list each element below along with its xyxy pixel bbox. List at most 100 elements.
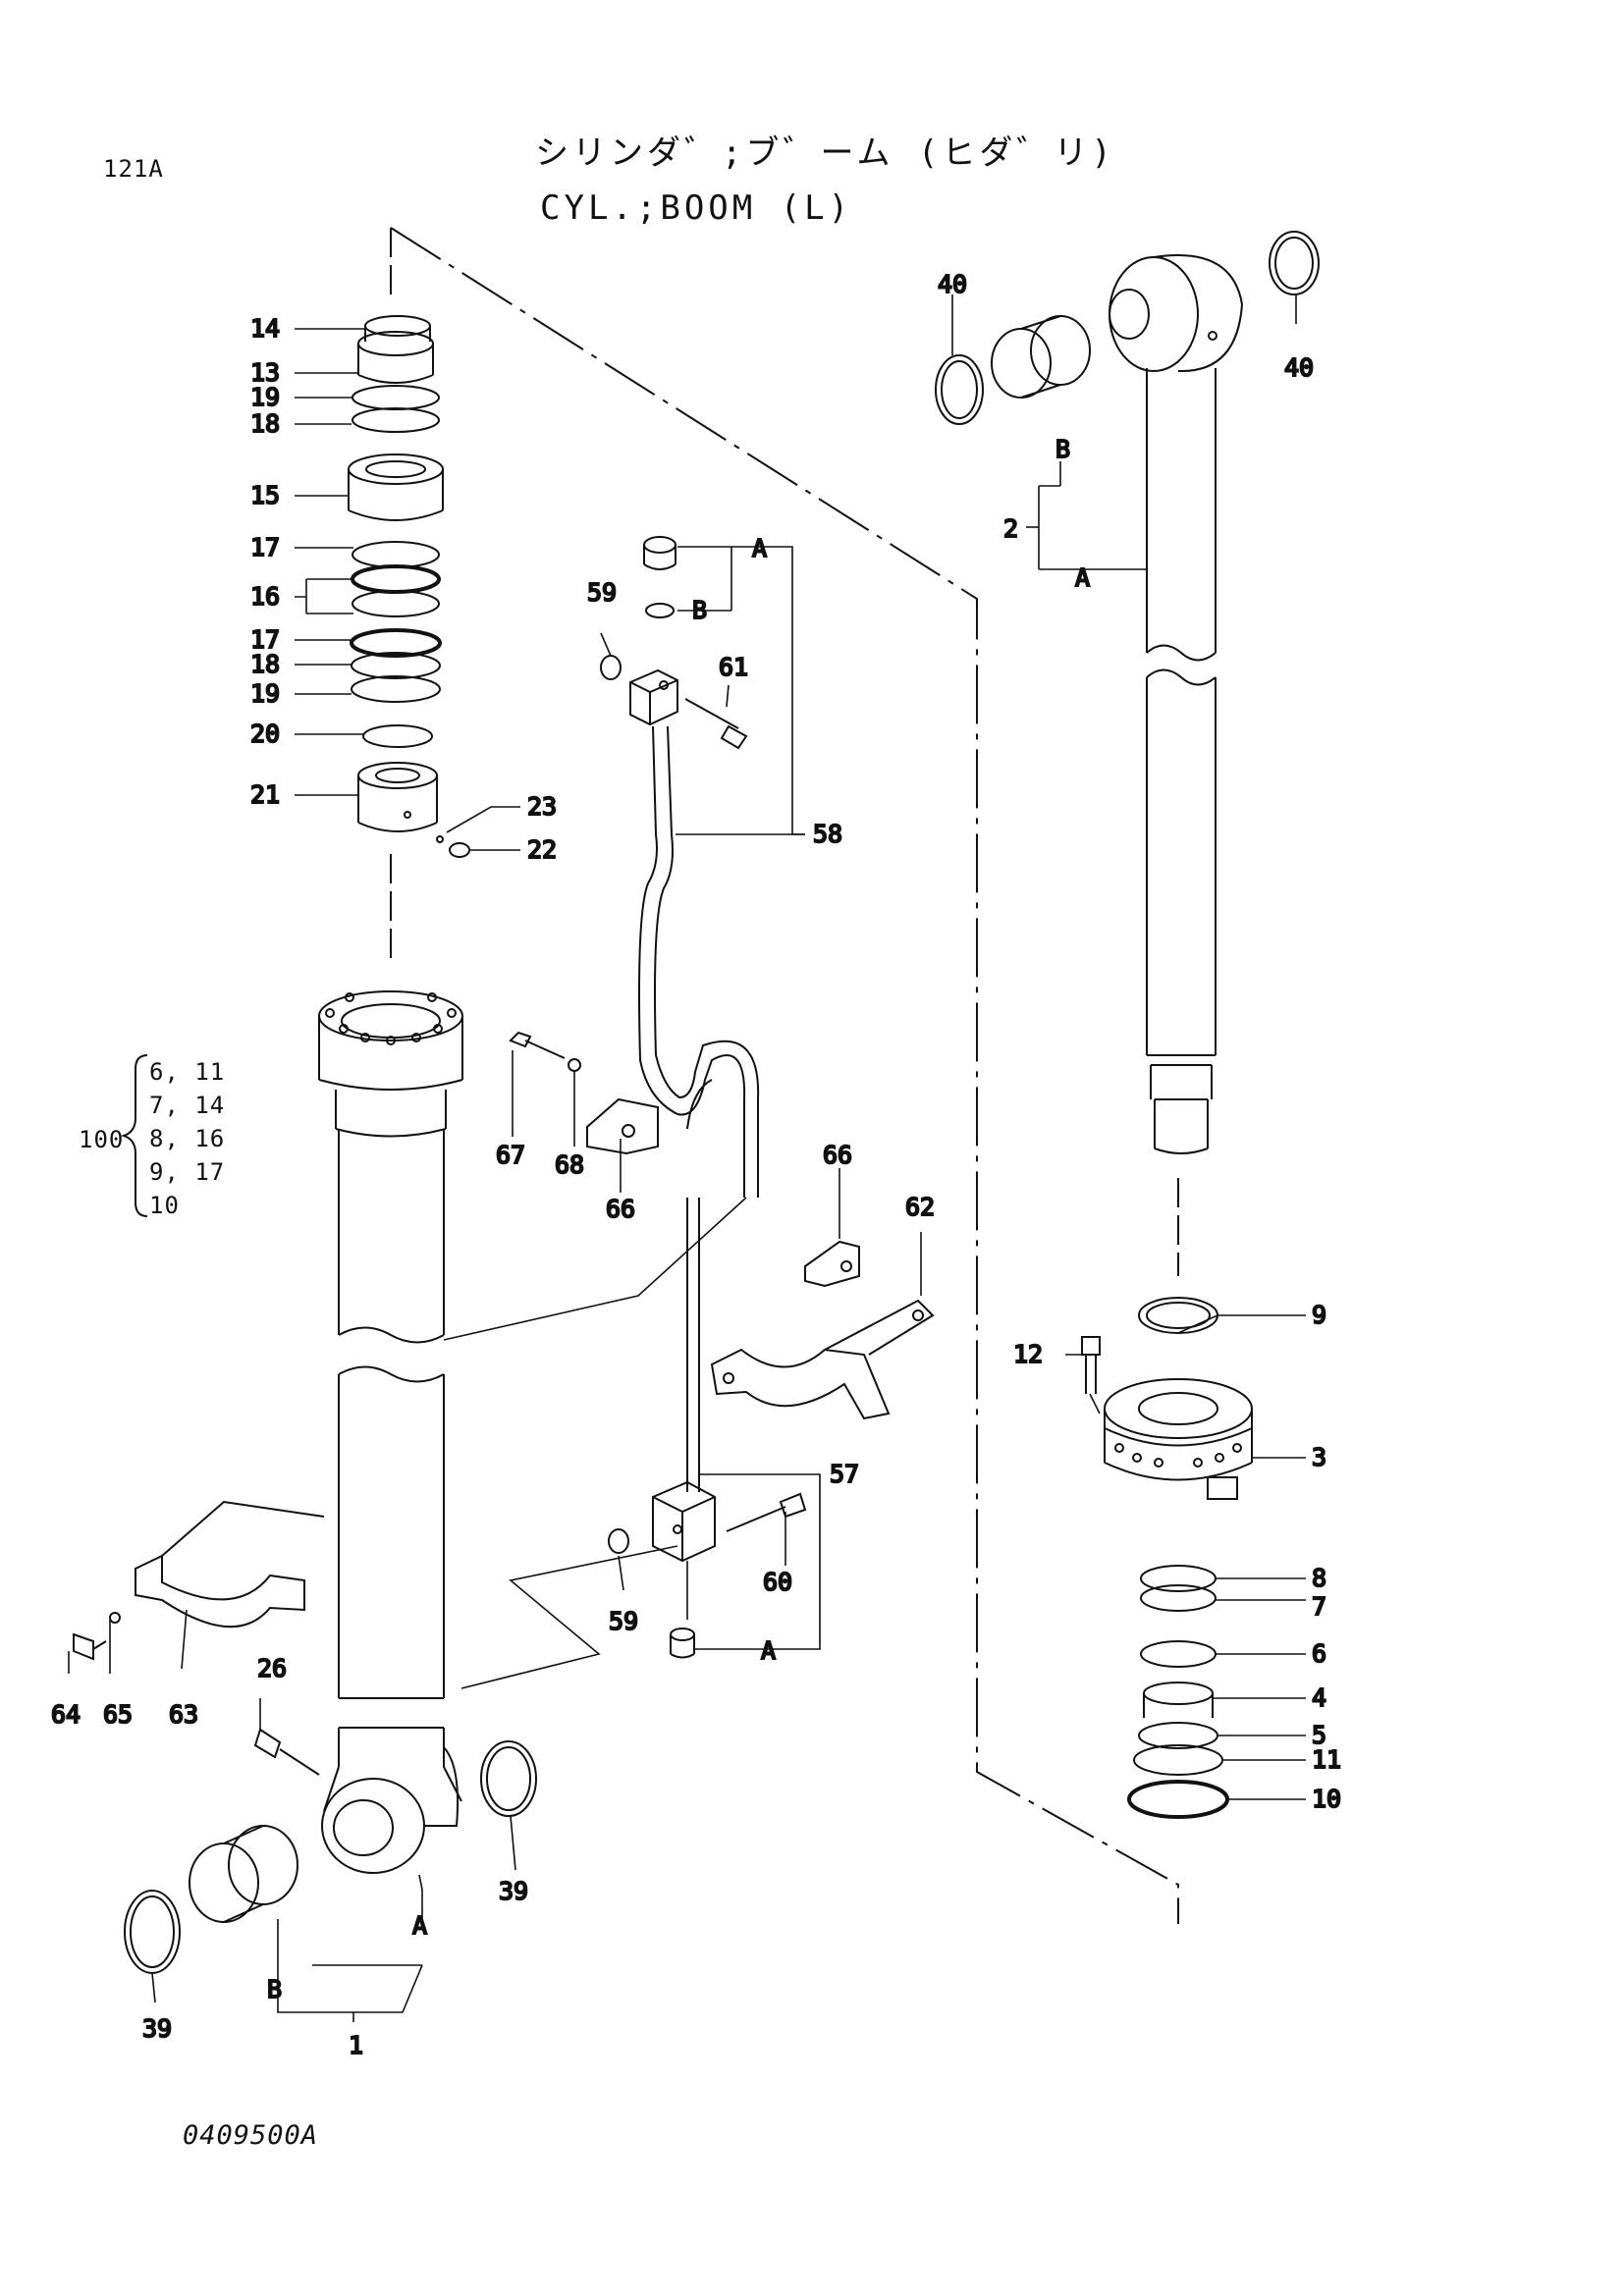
label-part-21: 21 bbox=[250, 780, 280, 809]
cylinder-tube-head bbox=[318, 990, 463, 1138]
cylinder-tube-upper bbox=[338, 1129, 445, 1344]
label-part-59-bottom: 59 bbox=[609, 1607, 638, 1635]
ring-17-mid bbox=[350, 628, 442, 658]
title-english: CYL.;BOOM (L) bbox=[540, 188, 853, 228]
bolt-67 bbox=[509, 1031, 566, 1059]
label-part-22: 22 bbox=[527, 835, 557, 864]
label-part-26: 26 bbox=[257, 1654, 287, 1682]
cylinder-tube-lower bbox=[338, 1365, 462, 1802]
label-part-64: 64 bbox=[51, 1700, 81, 1729]
label-part-19-mid: 19 bbox=[250, 679, 280, 708]
label-part-61: 61 bbox=[719, 653, 748, 681]
ring-16-a bbox=[351, 564, 441, 594]
label-part-19-top: 19 bbox=[250, 383, 280, 411]
label-part-10: 10 bbox=[1312, 1785, 1341, 1813]
label-part-16: 16 bbox=[250, 582, 280, 611]
label-ref-a-top: A bbox=[752, 534, 767, 562]
label-part-8: 8 bbox=[1312, 1564, 1326, 1592]
bushing-eye-left bbox=[189, 1825, 298, 1923]
label-ref-b-bottom: B bbox=[267, 1975, 282, 2003]
plate-66-left bbox=[586, 1097, 659, 1155]
dust-seal-39-left bbox=[124, 1890, 181, 1974]
plug-bottom bbox=[670, 1628, 695, 1659]
ring-18-top bbox=[352, 407, 440, 433]
label-ref-a-right: A bbox=[1075, 563, 1090, 592]
piston-3 bbox=[1104, 1378, 1253, 1500]
wear-ring-14 bbox=[364, 315, 431, 342]
o-ring-59-top bbox=[600, 655, 622, 680]
label-part-18-top: 18 bbox=[250, 409, 280, 438]
bushing-13 bbox=[357, 331, 434, 384]
flange-bottom bbox=[652, 1480, 716, 1563]
label-part-68: 68 bbox=[555, 1150, 584, 1179]
bolt-61 bbox=[684, 698, 748, 750]
piston-rod-lower bbox=[1146, 668, 1217, 1154]
set-screw-22 bbox=[449, 842, 470, 858]
label-part-39-right: 39 bbox=[499, 1877, 528, 1905]
title-japanese: シリンダ゛;ブ゛ーム (ヒダ゛リ) bbox=[535, 133, 1115, 173]
label-part-40-left: 40 bbox=[938, 270, 967, 298]
ring-20 bbox=[362, 724, 433, 748]
ring-18-mid bbox=[351, 652, 441, 679]
ring-4 bbox=[1143, 1682, 1214, 1718]
ring-10 bbox=[1127, 1780, 1229, 1819]
label-part-17-top: 17 bbox=[250, 533, 280, 561]
drawing-number: 0409500A bbox=[183, 2120, 319, 2151]
label-part-23: 23 bbox=[527, 792, 557, 821]
label-part-59-top: 59 bbox=[587, 578, 617, 607]
label-part-13: 13 bbox=[250, 358, 280, 387]
label-part-60: 60 bbox=[763, 1568, 792, 1596]
label-part-4: 4 bbox=[1312, 1683, 1326, 1712]
plate-66-right bbox=[804, 1240, 860, 1288]
label-part-14: 14 bbox=[250, 314, 280, 343]
label-ref-b-top: B bbox=[692, 596, 707, 624]
kit-line-5: 10 bbox=[149, 1192, 180, 1219]
ring-6 bbox=[1140, 1640, 1217, 1668]
bushing-rod-eye bbox=[991, 315, 1091, 399]
ring-17-top bbox=[352, 541, 440, 568]
label-part-9: 9 bbox=[1312, 1301, 1326, 1329]
plug-top bbox=[643, 536, 676, 570]
label-part-12: 12 bbox=[1013, 1340, 1043, 1368]
label-part-67: 67 bbox=[496, 1141, 525, 1169]
frame-dash-line bbox=[390, 227, 1179, 1924]
label-part-63: 63 bbox=[169, 1700, 198, 1729]
kit-line-4: 9, 17 bbox=[149, 1158, 226, 1186]
ring-9 bbox=[1138, 1297, 1218, 1334]
kit-line-3: 8, 16 bbox=[149, 1125, 226, 1152]
label-part-3: 3 bbox=[1312, 1443, 1326, 1471]
clamp-62 bbox=[710, 1299, 935, 1420]
piston-rod-upper bbox=[1146, 368, 1217, 662]
clamp-63 bbox=[135, 1500, 325, 1629]
label-part-39-left: 39 bbox=[142, 2014, 172, 2043]
dust-seal-40-left bbox=[935, 354, 984, 425]
label-part-5: 5 bbox=[1312, 1721, 1326, 1749]
washer-65 bbox=[109, 1612, 121, 1624]
o-ring-b bbox=[645, 603, 675, 618]
ring-19-top bbox=[352, 385, 440, 410]
label-part-11: 11 bbox=[1312, 1745, 1341, 1774]
ring-8 bbox=[1140, 1565, 1217, 1592]
pipe-58 bbox=[638, 725, 760, 1492]
label-part-15: 15 bbox=[250, 481, 280, 509]
bolt-60 bbox=[726, 1492, 807, 1532]
kit-line-2: 7, 14 bbox=[149, 1092, 226, 1119]
bolt-64 bbox=[73, 1632, 107, 1661]
ball-23 bbox=[436, 835, 444, 843]
bolt-12 bbox=[1081, 1336, 1101, 1394]
leader-lines bbox=[68, 294, 1306, 2022]
label-part-17-mid: 17 bbox=[250, 625, 280, 654]
label-part-66-right: 66 bbox=[823, 1141, 852, 1169]
kit-line-1: 6, 11 bbox=[149, 1058, 226, 1086]
label-part-57: 57 bbox=[830, 1460, 859, 1488]
label-part-62: 62 bbox=[905, 1193, 935, 1221]
label-part-1: 1 bbox=[349, 2031, 363, 2059]
cylinder-eye-1 bbox=[321, 1746, 460, 1874]
ring-7 bbox=[1140, 1584, 1217, 1612]
ring-11 bbox=[1133, 1744, 1223, 1776]
dust-seal-40-right bbox=[1269, 231, 1320, 295]
grease-fitting-26 bbox=[253, 1728, 320, 1776]
label-part-65: 65 bbox=[103, 1700, 133, 1729]
label-part-7: 7 bbox=[1312, 1592, 1326, 1621]
